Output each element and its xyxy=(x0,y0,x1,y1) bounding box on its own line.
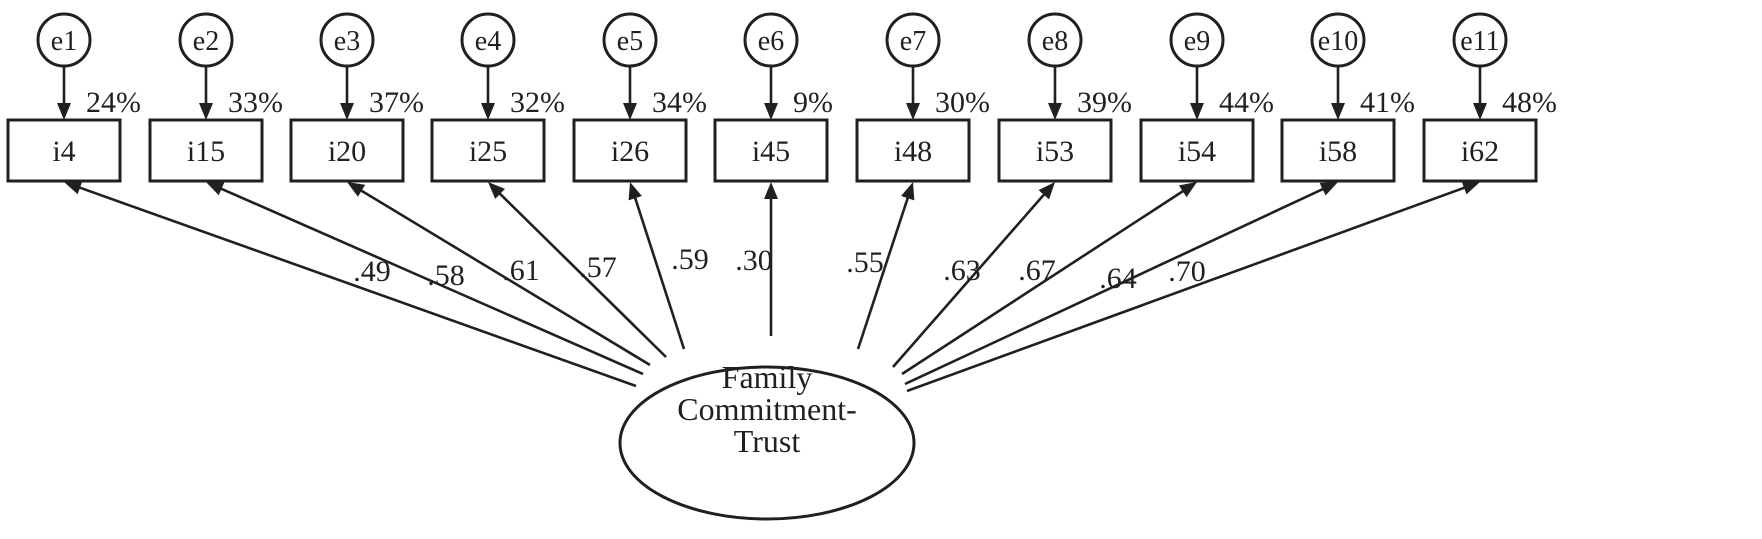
latent-factor: Family Commitment- Trust xyxy=(618,359,916,521)
loading-coefficient-label: .55 xyxy=(846,246,884,279)
indicator-box-i20 xyxy=(289,118,405,183)
loading-coefficient-label: .67 xyxy=(1018,254,1056,287)
indicator-label: i62 xyxy=(1461,135,1499,168)
error-arrow-head xyxy=(1190,103,1204,120)
loading-coefficient-label: .59 xyxy=(671,243,709,276)
loading-arrow-head xyxy=(901,182,915,201)
error-term-label: e3 xyxy=(334,26,360,57)
indicator-box-i26 xyxy=(572,118,688,183)
loading-coefficient-label: .64 xyxy=(1099,262,1137,295)
explained-variance-label: 9% xyxy=(793,86,833,119)
loading-path-line-i26 xyxy=(633,194,686,350)
error-term-label: e6 xyxy=(758,26,784,57)
latent-label-line-3: Trust xyxy=(734,423,801,459)
indicator-label: i15 xyxy=(187,135,225,168)
loading-arrow-head xyxy=(628,182,642,201)
indicator-box-i15 xyxy=(148,118,264,183)
loading-path-line-i4 xyxy=(76,185,637,388)
loading-coefficient-label: .30 xyxy=(735,244,773,277)
explained-variance-label: 33% xyxy=(228,86,283,119)
loading-coefficient-label: .58 xyxy=(427,259,465,292)
error-arrow-head xyxy=(340,103,354,120)
error-term-label: e4 xyxy=(475,26,501,57)
latent-label-line-1: Family xyxy=(722,359,813,395)
indicator-label: i48 xyxy=(894,135,932,168)
loading-path-line-i15 xyxy=(218,186,644,376)
error-arrow-head xyxy=(764,103,778,120)
loading-coefficient-label: .70 xyxy=(1168,255,1206,288)
explained-variance-label: 41% xyxy=(1360,86,1415,119)
indicator-label: i25 xyxy=(469,135,507,168)
indicator-box-i25 xyxy=(430,118,546,183)
error-arrow-head xyxy=(199,103,213,120)
error-term-label: e11 xyxy=(1460,26,1499,57)
loading-arrow-head xyxy=(764,182,778,199)
error-arrow-head xyxy=(623,103,637,120)
loading-arrow-head xyxy=(1319,182,1338,196)
explained-variance-label: 34% xyxy=(652,86,707,119)
error-term-label: e2 xyxy=(193,26,219,57)
loading-arrow-head xyxy=(1178,182,1197,198)
factor-loading-paths: .49.58.61.57.59.30.55.63.67.64.70 xyxy=(64,181,1480,393)
explained-variance-label: 39% xyxy=(1077,86,1132,119)
error-term-label: e10 xyxy=(1318,26,1358,57)
error-arrow-head xyxy=(1473,103,1487,120)
indicator-label: i58 xyxy=(1319,135,1357,168)
indicator-box-i58 xyxy=(1280,118,1396,183)
explained-variance-label: 44% xyxy=(1219,86,1274,119)
error-term-label: e8 xyxy=(1042,26,1068,57)
indicator-label: i53 xyxy=(1036,135,1074,168)
indicator-label: i45 xyxy=(752,135,790,168)
explained-variance-label: 32% xyxy=(510,86,565,119)
latent-factor-ellipse xyxy=(618,365,916,521)
loading-coefficient-label: .61 xyxy=(502,254,540,287)
loading-path-line-i58 xyxy=(904,186,1326,386)
indicator-box-i4 xyxy=(6,118,122,183)
error-term-label: e5 xyxy=(617,26,643,57)
indicator-label: i26 xyxy=(611,135,649,168)
indicator-label: i54 xyxy=(1178,135,1216,168)
indicator-box-i54 xyxy=(1139,118,1255,183)
loading-path-line-i53 xyxy=(892,191,1047,368)
indicator-label: i20 xyxy=(328,135,366,168)
explained-variance-label: 48% xyxy=(1502,86,1557,119)
error-term-label: e9 xyxy=(1184,26,1210,57)
explained-variance-label: 24% xyxy=(86,86,141,119)
loading-path-line-i54 xyxy=(901,188,1186,376)
error-arrow-head xyxy=(906,103,920,120)
loading-coefficient-label: .63 xyxy=(943,254,981,287)
loading-coefficient-label: .57 xyxy=(579,251,617,284)
explained-variance-label: 37% xyxy=(369,86,424,119)
loading-path-line-i62 xyxy=(906,185,1468,393)
indicator-nodes: e1 24% i4 e2 33%i15 e3 37%i20 e4 32%i25 e5 34%i26 e… xyxy=(6,12,1557,183)
error-term-label: e1 xyxy=(51,26,77,57)
loading-arrow-head xyxy=(347,182,366,197)
loading-path-line-i20 xyxy=(358,188,651,367)
error-term-label: e7 xyxy=(900,26,926,57)
latent-label-line-2: Commitment- xyxy=(677,391,857,427)
error-arrow-head xyxy=(1048,103,1062,120)
indicator-label: i4 xyxy=(52,135,75,168)
loading-arrow-head xyxy=(1461,181,1480,195)
loading-path-line-i25 xyxy=(497,190,667,358)
loading-arrow-head xyxy=(488,182,506,199)
error-arrow-head xyxy=(481,103,495,120)
indicator-box-i62 xyxy=(1422,118,1538,183)
indicator-box-i48 xyxy=(855,118,971,183)
loading-path-line-i48 xyxy=(856,194,910,350)
explained-variance-label: 30% xyxy=(935,86,990,119)
indicator-box-i53 xyxy=(997,118,1113,183)
error-arrow-head xyxy=(57,103,71,120)
error-arrow-head xyxy=(1331,103,1345,120)
loading-arrow-head xyxy=(206,182,225,196)
loading-arrow-head xyxy=(64,181,83,195)
loading-arrow-head xyxy=(1038,182,1055,200)
indicator-box-i45 xyxy=(713,118,829,183)
